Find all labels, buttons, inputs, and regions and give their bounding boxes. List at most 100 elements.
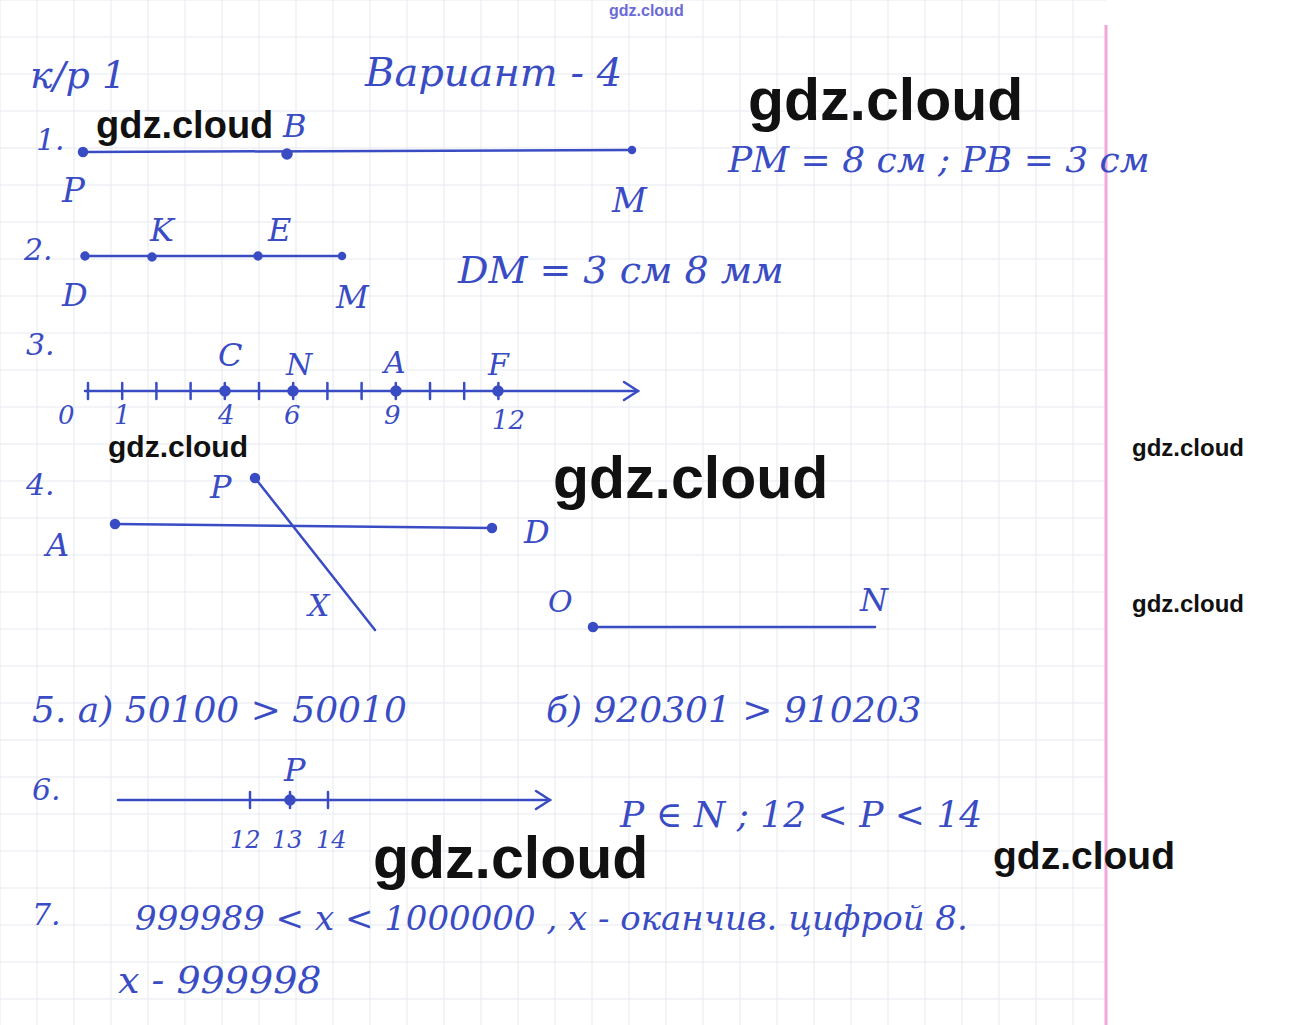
handwritten-text: F — [488, 350, 509, 380]
handwritten-text: 14 — [316, 828, 347, 852]
handwritten-text: B — [283, 110, 307, 142]
handwritten-text: 12 — [492, 407, 525, 433]
handwritten-text: PM = 8 см ; PB = 3 см — [728, 142, 1150, 178]
tick — [327, 792, 330, 808]
ray-on — [593, 626, 875, 629]
handwritten-text: O — [548, 587, 573, 617]
tick — [463, 383, 466, 399]
point — [289, 387, 298, 396]
handwritten-text: Вариант - 4 — [365, 52, 622, 92]
ticks — [88, 383, 498, 399]
grid-line — [0, 740, 1106, 741]
grid-line — [0, 777, 1106, 778]
point — [488, 524, 496, 532]
point — [149, 254, 156, 261]
handwritten-text: 0 — [58, 402, 75, 428]
handwritten-text: 12 — [230, 828, 261, 852]
handwritten-text: к/р 1 — [30, 56, 126, 94]
watermark: gdz.cloud — [1132, 436, 1244, 460]
point — [111, 520, 119, 528]
handwritten-text: X — [308, 591, 329, 621]
grid-line — [185, 0, 186, 1025]
handwritten-text: 5. а) 50100 > 50010 — [32, 692, 407, 728]
handwritten-text: P — [62, 173, 85, 207]
point — [283, 150, 292, 159]
ray-px — [255, 478, 375, 630]
point — [255, 253, 262, 260]
tick — [249, 792, 252, 808]
point — [589, 623, 597, 631]
point — [82, 253, 89, 260]
handwritten-text: 1. — [36, 125, 65, 155]
handwritten-text: 2. — [24, 235, 53, 265]
handwritten-text: P — [210, 471, 232, 503]
handwritten-text: N — [286, 350, 312, 380]
watermark: gdz.cloud — [609, 3, 684, 19]
handwritten-text: A — [46, 529, 69, 561]
handwritten-text: 999989 < x < 1000000 , x - оканчив. цифр… — [135, 901, 968, 935]
grid-line — [666, 0, 667, 1025]
grid-line — [0, 666, 1106, 667]
handwritten-text: D — [524, 516, 550, 548]
point — [494, 387, 503, 396]
grid-line — [0, 185, 1106, 186]
handwritten-text: б) 920301 > 910203 — [546, 692, 921, 728]
grid-line — [111, 0, 112, 1025]
point — [79, 148, 87, 156]
watermark: gdz.cloud — [108, 432, 248, 462]
handwritten-text: 13 — [272, 828, 303, 852]
grid-line — [0, 333, 1106, 334]
handwritten-text: 6. — [32, 775, 61, 805]
watermark: gdz.cloud — [553, 449, 828, 508]
tick — [360, 383, 363, 399]
point — [221, 387, 230, 396]
arrowhead — [624, 382, 638, 400]
grid-line — [0, 407, 1106, 408]
grid-line — [0, 0, 1, 1025]
grid-line — [74, 0, 75, 1025]
segment-dm — [85, 255, 342, 258]
handwritten-text: M — [612, 183, 647, 217]
grid-line — [259, 0, 260, 1025]
handwritten-text: K — [150, 214, 174, 246]
handwritten-text: 4 — [218, 402, 235, 428]
handwritten-text: M — [336, 281, 369, 313]
handwritten-text: E — [268, 214, 291, 246]
handwritten-text: N — [860, 584, 888, 616]
watermark: gdz.cloud — [993, 836, 1175, 875]
watermark: gdz.cloud — [1132, 592, 1244, 616]
handwritten-text: P ∈ N ; 12 < P < 14 — [620, 797, 982, 833]
grid-line — [0, 296, 1106, 297]
grid-line — [0, 629, 1106, 630]
segment-pm — [83, 150, 632, 152]
point — [251, 474, 259, 482]
point — [629, 147, 635, 153]
grid-line — [0, 370, 1106, 371]
tick — [326, 383, 329, 399]
grid-line — [222, 0, 223, 1025]
watermark: gdz.cloud — [96, 106, 273, 144]
point — [286, 796, 295, 805]
watermark: gdz.cloud — [373, 829, 648, 888]
tick — [155, 383, 158, 399]
watermark: gdz.cloud — [748, 71, 1023, 130]
handwritten-text: x - 999998 — [118, 961, 322, 999]
number-ray — [118, 799, 550, 802]
handwritten-text: DM = 3 см 8 мм — [458, 251, 784, 289]
grid-line — [333, 0, 334, 1025]
handwritten-text: P — [284, 754, 306, 786]
grid-line — [0, 888, 1106, 889]
handwritten-text: 3. — [26, 330, 55, 360]
grid-line — [296, 0, 297, 1025]
handwritten-text: 1 — [114, 402, 131, 428]
grid-line — [370, 0, 371, 1025]
point — [392, 387, 401, 396]
grid-line — [148, 0, 149, 1025]
grid-line — [0, 518, 1106, 519]
handwritten-text: C — [218, 339, 242, 371]
tick — [121, 383, 124, 399]
segment-ad — [115, 524, 492, 528]
grid-line — [0, 0, 1106, 1]
tick — [189, 383, 192, 399]
handwritten-text: A — [384, 348, 406, 378]
